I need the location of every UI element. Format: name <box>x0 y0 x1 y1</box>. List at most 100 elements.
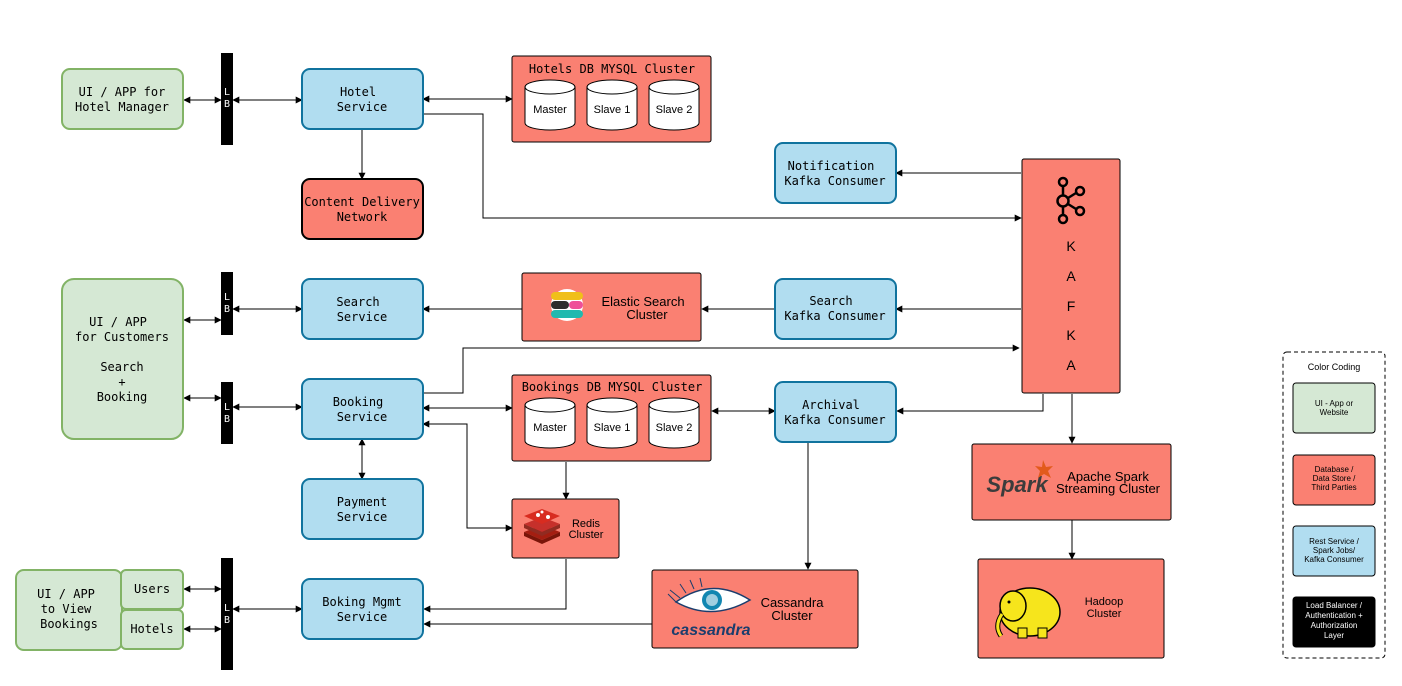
svg-text:Content Delivery: Content Delivery <box>304 195 420 209</box>
hadoop-elephant-icon <box>995 587 1061 639</box>
hotels-db-slave-2: Slave 2 <box>648 79 700 131</box>
svg-text:Booking: Booking <box>97 390 148 404</box>
svg-text:Hotels DB MYSQL Cluster: Hotels DB MYSQL Cluster <box>529 62 695 76</box>
svg-text:Authorization: Authorization <box>1311 621 1358 630</box>
client-users-tab: Users <box>120 569 184 610</box>
svg-text:Network: Network <box>337 210 388 224</box>
load-balancers: L B L B L B L B <box>221 53 233 670</box>
svg-text:Website: Website <box>1320 408 1349 417</box>
svg-text:Slave 2: Slave 2 <box>656 104 693 116</box>
services: Hotel Service Search Service Booking Ser… <box>301 68 897 640</box>
svg-text:Load Balancer /: Load Balancer / <box>1306 601 1363 610</box>
data-stores: Content Delivery Network Hotels DB MYSQL… <box>301 55 1172 659</box>
svg-text:Color Coding: Color Coding <box>1308 362 1361 372</box>
hadoop-cluster: Hadoop Cluster <box>977 558 1165 659</box>
bookings-db-slave-2: Slave 2 <box>648 397 700 449</box>
client-view-bookings: UI / APP to View Bookings <box>15 569 123 651</box>
cassandra-eye-icon <box>667 577 752 613</box>
svg-text:Search: Search <box>809 294 852 308</box>
booking-service: Booking Service <box>301 378 424 440</box>
svg-text:L: L <box>224 292 230 303</box>
connections <box>183 95 1076 633</box>
svg-text:Master: Master <box>533 422 567 434</box>
svg-text:F: F <box>1067 298 1076 314</box>
svg-text:Data Store /: Data Store / <box>1313 474 1356 483</box>
svg-text:Cluster: Cluster <box>569 529 604 541</box>
client-customers: UI / APP for Customers Search + Booking <box>61 278 184 440</box>
svg-text:Cluster: Cluster <box>626 307 668 322</box>
svg-text:Service: Service <box>337 310 388 324</box>
svg-text:Spark Jobs/: Spark Jobs/ <box>1313 546 1356 555</box>
svg-text:Rest Service /: Rest Service / <box>1309 537 1360 546</box>
svg-text:Service: Service <box>337 610 388 624</box>
hotels-db-slave-1: Slave 1 <box>586 79 638 131</box>
svg-text:UI / APP for: UI / APP for <box>79 85 166 99</box>
cdn: Content Delivery Network <box>301 178 424 240</box>
svg-text:Service: Service <box>337 100 388 114</box>
client-hotel-manager: UI / APP for Hotel Manager <box>61 68 184 130</box>
spark-cluster: Spark Apache Spark Streaming Cluster <box>971 443 1172 521</box>
search-service: Search Service <box>301 278 424 340</box>
svg-text:Search: Search <box>336 295 379 309</box>
client-hotels-tab: Hotels <box>120 609 184 650</box>
kafka-cluster: K A F K A <box>1021 158 1121 394</box>
bookings-db-slave-1: Slave 1 <box>586 397 638 449</box>
elastic-search-cluster: Elastic Search Cluster <box>521 272 702 342</box>
svg-text:Payment: Payment <box>337 495 388 509</box>
svg-text:Third Parties: Third Parties <box>1311 483 1356 492</box>
svg-text:Kafka Consumer: Kafka Consumer <box>784 174 885 188</box>
svg-text:Kafka Consumer: Kafka Consumer <box>784 309 885 323</box>
elastic-logo-icon <box>551 289 583 321</box>
svg-text:Streaming Cluster: Streaming Cluster <box>1056 481 1161 496</box>
svg-text:B: B <box>224 414 230 425</box>
svg-text:for Customers: for Customers <box>75 330 169 344</box>
svg-text:Notification: Notification <box>788 159 875 173</box>
svg-text:Search: Search <box>100 360 143 374</box>
svg-text:L: L <box>224 87 230 98</box>
archival-consumer: Archival Kafka Consumer <box>774 381 897 443</box>
svg-text:A: A <box>1066 357 1076 373</box>
svg-text:Cluster: Cluster <box>771 608 813 623</box>
search-consumer: Search Kafka Consumer <box>774 278 897 340</box>
svg-text:Boking Mgmt: Boking Mgmt <box>322 595 401 609</box>
redis-logo-icon <box>524 509 560 544</box>
svg-text:Service: Service <box>337 410 388 424</box>
svg-text:K: K <box>1066 238 1076 254</box>
notification-consumer: Notification Kafka Consumer <box>774 142 897 204</box>
svg-text:UI / APP: UI / APP <box>89 315 147 329</box>
svg-text:Master: Master <box>533 104 567 116</box>
legend-rest: Rest Service / Spark Jobs/ Kafka Consume… <box>1292 525 1376 577</box>
svg-text:Kafka Consumer: Kafka Consumer <box>1304 555 1364 564</box>
svg-text:Bookings: Bookings <box>40 617 98 631</box>
lb-booking: L B <box>221 382 233 444</box>
svg-text:K: K <box>1066 327 1076 343</box>
svg-text:B: B <box>224 99 230 110</box>
svg-text:Hotel Manager: Hotel Manager <box>75 100 169 114</box>
svg-text:UI / APP: UI / APP <box>37 587 95 601</box>
svg-text:Users: Users <box>134 582 170 596</box>
hotel-service: Hotel Service <box>301 68 424 130</box>
redis-cluster: Redis Cluster <box>511 498 620 559</box>
edge-kafka-archival <box>896 394 1044 415</box>
svg-text:Layer: Layer <box>1324 631 1344 640</box>
bookings-db-master: Master <box>524 397 576 449</box>
hotels-db-master: Master <box>524 79 576 131</box>
svg-text:Booking: Booking <box>333 395 384 409</box>
hotels-db-cluster: Hotels DB MYSQL Cluster Master Slave 1 S… <box>511 55 712 143</box>
lb-bookings-view: L B <box>221 558 233 670</box>
svg-text:A: A <box>1066 268 1076 284</box>
svg-text:+: + <box>118 375 125 389</box>
lb-hotel: L B <box>221 53 233 145</box>
svg-text:Slave 1: Slave 1 <box>594 422 631 434</box>
svg-text:Database /: Database / <box>1315 465 1354 474</box>
svg-text:Apache Spark: Apache Spark <box>1067 469 1149 484</box>
svg-text:Slave 2: Slave 2 <box>656 422 693 434</box>
edge-hotelsvc-kafka <box>423 113 1022 222</box>
svg-text:Cluster: Cluster <box>1087 608 1122 620</box>
svg-text:Archival: Archival <box>802 398 860 412</box>
svg-text:UI - App or: UI - App or <box>1315 399 1354 408</box>
legend-db: Database / Data Store / Third Parties <box>1292 454 1376 506</box>
legend: Color Coding UI - App or Website Databas… <box>1282 351 1386 659</box>
svg-text:L: L <box>224 402 230 413</box>
